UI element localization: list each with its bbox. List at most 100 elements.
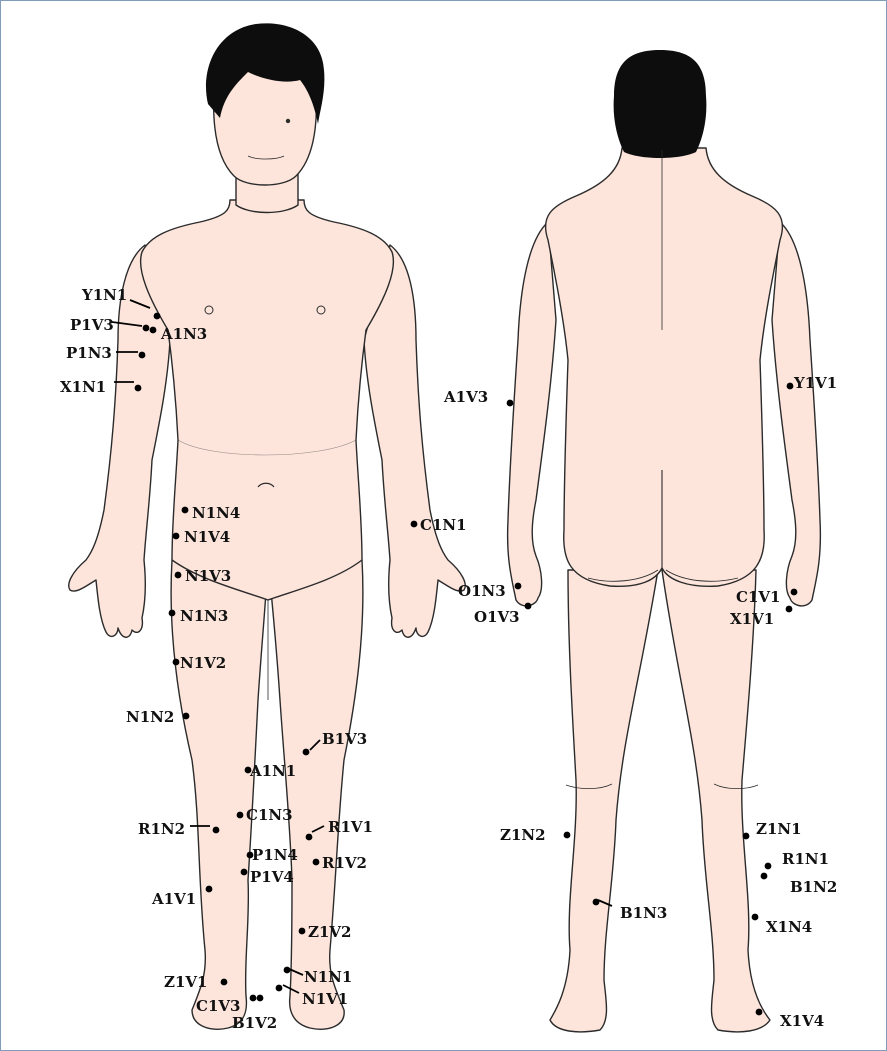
front-point-n1n2: N1N2 [126, 708, 189, 726]
back-point-x1n4: X1N4 [752, 914, 813, 936]
point-label: N1N1 [304, 968, 352, 986]
point-marker [303, 749, 310, 756]
point-label: Y1N1 [81, 286, 127, 304]
point-marker [756, 1009, 763, 1016]
back-point-y1v1: Y1V1 [787, 374, 838, 392]
front-left-leg [171, 560, 268, 1029]
point-marker [154, 313, 161, 320]
point-label: Z1V1 [164, 973, 207, 991]
point-marker [139, 352, 146, 359]
point-label: C1V3 [196, 997, 240, 1015]
back-body-figure [508, 50, 821, 1032]
point-label: A1V3 [443, 388, 488, 406]
point-label: X1V1 [730, 610, 774, 628]
point-marker [525, 603, 532, 610]
point-label: A1N1 [249, 762, 296, 780]
point-marker [183, 713, 190, 720]
back-left-arm [508, 222, 556, 606]
point-label: N1V4 [184, 528, 230, 546]
back-left-leg [550, 570, 658, 1032]
point-marker [765, 863, 772, 870]
point-marker [593, 899, 600, 906]
point-marker [169, 610, 176, 617]
front-point-n1v2: N1V2 [173, 654, 227, 672]
point-marker [313, 859, 320, 866]
point-label: P1V4 [250, 868, 294, 886]
point-label: Y1V1 [793, 374, 837, 392]
point-label: Z1N2 [500, 826, 546, 844]
point-marker [173, 659, 180, 666]
point-marker [213, 827, 220, 834]
point-label: R1N1 [782, 850, 829, 868]
point-label: O1V3 [474, 608, 520, 626]
front-point-c1v3: C1V3 [196, 995, 256, 1015]
point-marker [250, 995, 257, 1002]
point-marker [237, 812, 244, 819]
back-head [614, 50, 707, 158]
point-label: N1V3 [185, 567, 231, 585]
back-point-b1n2: B1N2 [761, 873, 838, 896]
point-marker [786, 606, 793, 613]
point-label: O1N3 [458, 582, 506, 600]
point-label: B1V2 [232, 1014, 277, 1032]
point-label: P1N3 [66, 344, 112, 362]
point-label: P1N4 [252, 846, 298, 864]
point-marker [150, 327, 157, 334]
point-marker [564, 832, 571, 839]
point-marker [515, 583, 522, 590]
point-label: R1V2 [322, 854, 367, 872]
point-label: B1N2 [790, 878, 837, 896]
point-label: A1V1 [151, 890, 196, 908]
front-right-leg [268, 560, 363, 1029]
point-marker [761, 873, 768, 880]
point-label: N1N3 [180, 607, 228, 625]
point-label: X1V4 [780, 1012, 824, 1030]
point-marker [284, 967, 291, 974]
front-torso [141, 200, 394, 600]
back-point-o1n3: O1N3 [458, 582, 521, 600]
point-marker [173, 533, 180, 540]
back-point-r1n1: R1N1 [765, 850, 829, 869]
back-right-arm [772, 222, 820, 606]
point-label: C1V1 [736, 588, 780, 606]
back-point-a1v3: A1V3 [443, 388, 513, 406]
point-marker [299, 928, 306, 935]
point-label: A1N3 [160, 325, 207, 343]
point-label: Z1N1 [756, 820, 802, 838]
point-marker [241, 869, 248, 876]
point-marker [143, 325, 150, 332]
point-marker [276, 985, 283, 992]
point-marker [787, 383, 794, 390]
point-marker [791, 589, 798, 596]
back-torso [546, 148, 783, 586]
back-point-z1n1: Z1N1 [743, 820, 802, 839]
point-marker [257, 995, 264, 1002]
point-marker [175, 572, 182, 579]
point-marker [221, 979, 228, 986]
point-label: B1N3 [620, 904, 667, 922]
front-point-p1n4: P1N4 [247, 846, 298, 864]
point-marker [306, 834, 313, 841]
point-marker [135, 385, 142, 392]
point-label: N1V1 [302, 990, 348, 1008]
point-marker [411, 521, 418, 528]
point-label: C1N3 [246, 806, 293, 824]
point-label: B1V3 [322, 730, 367, 748]
point-marker [182, 507, 189, 514]
point-marker [752, 914, 759, 921]
back-right-leg [662, 570, 770, 1032]
point-label: R1N2 [138, 820, 185, 838]
point-label: X1N1 [60, 378, 106, 396]
point-label: N1N2 [126, 708, 174, 726]
point-marker [743, 833, 750, 840]
point-label: C1N1 [420, 516, 467, 534]
point-marker [206, 886, 213, 893]
point-label: Z1V2 [308, 923, 351, 941]
point-label: N1N4 [192, 504, 240, 522]
point-label: X1N4 [766, 918, 812, 936]
back-point-z1n2: Z1N2 [500, 826, 570, 844]
front-point-a1n1: A1N1 [245, 762, 297, 780]
point-marker [507, 400, 514, 407]
point-label: P1V3 [70, 316, 114, 334]
